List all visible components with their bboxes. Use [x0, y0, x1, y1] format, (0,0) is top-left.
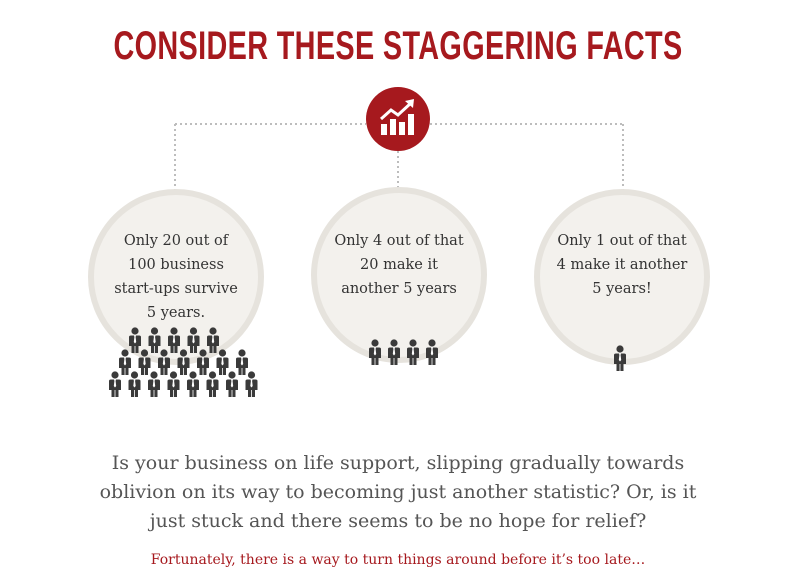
person-icon	[216, 349, 229, 375]
fact-2-line-2: 20 make it	[360, 257, 438, 273]
fact-1-line-4: 5 years.	[146, 305, 206, 321]
person-icon	[187, 371, 199, 397]
person-icon	[158, 349, 170, 375]
person-icon	[138, 349, 151, 375]
fact-circle-2	[311, 187, 487, 363]
connector-lines	[174, 123, 624, 200]
person-icon	[236, 349, 248, 375]
person-icon	[148, 371, 160, 397]
person-icon	[388, 339, 400, 365]
fact-1-text: Only 20 out of 100 business start-ups su…	[108, 229, 244, 325]
growth-chart-icon	[379, 99, 414, 135]
people-group-1	[614, 345, 626, 371]
fact-1-line-1: Only 20 out of	[123, 233, 229, 249]
fact-3-line-3: 5 years!	[592, 281, 652, 297]
person-icon	[177, 349, 190, 375]
teaser-line: Fortunately, there is a way to turn thin…	[150, 552, 646, 568]
fact-1-line-3: start-ups survive	[114, 281, 238, 297]
person-icon	[369, 339, 381, 365]
fact-2-line-3: another 5 years	[341, 281, 457, 297]
person-icon	[426, 339, 438, 365]
person-icon	[206, 371, 219, 397]
fact-2-text: Only 4 out of that 20 make it another 5 …	[326, 229, 472, 301]
person-icon	[167, 371, 180, 397]
person-icon	[207, 327, 219, 353]
fact-2-line-1: Only 4 out of that	[334, 233, 464, 249]
person-icon	[128, 371, 141, 397]
people-group-20	[109, 327, 258, 397]
fact-3-line-1: Only 1 out of that	[557, 233, 687, 249]
person-icon	[197, 349, 209, 375]
page-title: CONSIDER THESE STAGGERING FACTS	[113, 24, 683, 68]
person-icon	[129, 327, 141, 353]
question-paragraph: Is your business on life support, slippi…	[99, 452, 697, 532]
person-icon	[226, 371, 238, 397]
person-icon	[187, 327, 200, 353]
fact-3-text: Only 1 out of that 4 make it another 5 y…	[549, 229, 695, 301]
fact-3-line-2: 4 make it another	[556, 257, 688, 273]
person-icon	[407, 339, 419, 365]
people-group-4	[369, 339, 438, 365]
person-icon	[168, 327, 180, 353]
person-icon	[119, 349, 131, 375]
fact-circle-1	[88, 189, 264, 365]
person-icon	[614, 345, 626, 371]
person-icon	[245, 371, 258, 397]
growth-chart-badge	[366, 87, 430, 151]
person-icon	[109, 371, 121, 397]
fact-1-line-2: 100 business	[128, 257, 224, 273]
person-icon	[148, 327, 161, 353]
